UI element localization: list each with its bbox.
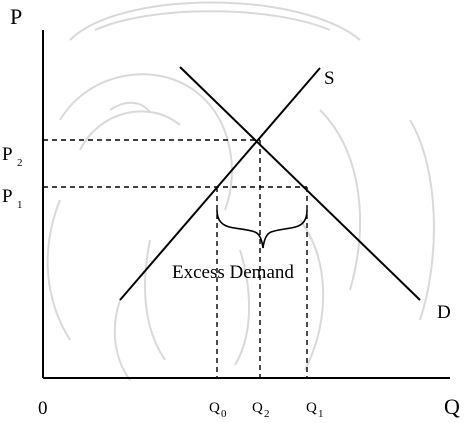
svg-text:Q: Q — [252, 400, 263, 416]
price-label-p2: P 2 — [2, 144, 23, 169]
svg-text:2: 2 — [264, 408, 270, 420]
excess-demand-brace — [216, 209, 308, 249]
excess-demand-label: Excess Demand — [172, 262, 294, 283]
svg-text:P: P — [2, 186, 13, 207]
demand-curve — [179, 66, 421, 301]
svg-text:2: 2 — [17, 157, 23, 169]
quantity-label-q2: Q 2 — [252, 400, 270, 420]
quantity-label-q0: Q 0 — [209, 400, 227, 420]
svg-text:0: 0 — [221, 408, 227, 420]
demand-label: D — [437, 302, 451, 323]
supply-label: S — [324, 68, 335, 89]
svg-text:1: 1 — [17, 199, 23, 211]
quantity-label-q1: Q 1 — [306, 400, 324, 420]
y-axis-label: P — [10, 4, 22, 29]
watermark-elephant — [46, 1, 435, 381]
svg-text:Q: Q — [209, 400, 220, 416]
x-axis-label: Q — [444, 394, 460, 419]
svg-text:Q: Q — [306, 400, 317, 416]
svg-text:1: 1 — [318, 408, 324, 420]
origin-label: 0 — [38, 398, 48, 419]
price-label-p1: P 1 — [2, 186, 23, 211]
supply-curve — [119, 67, 321, 301]
svg-text:P: P — [2, 144, 13, 165]
